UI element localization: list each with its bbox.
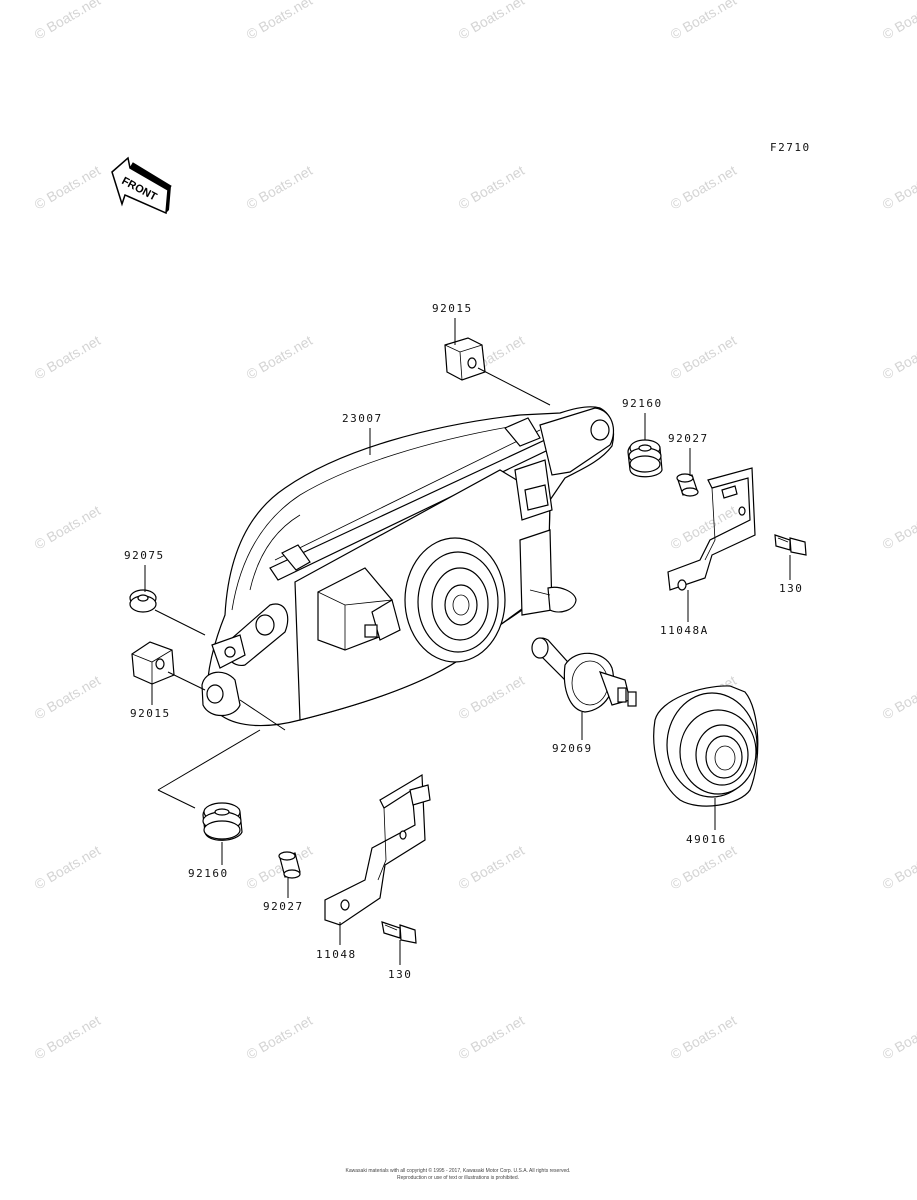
watermark-text: © Boats.net — [668, 842, 740, 893]
watermark-text: © Boats.net — [32, 162, 104, 213]
watermark-text: © Boats.net — [668, 332, 740, 383]
watermark-text: © Boats.net — [244, 842, 316, 893]
watermark-text: © Boats.net — [244, 332, 316, 383]
callout-labels: 92015 23007 92160 92027 130 11048A 92075… — [124, 302, 803, 981]
watermark-text: © Boats.net — [880, 0, 917, 43]
callout-49016: 49016 — [686, 833, 727, 846]
bracket-11048 — [324, 773, 431, 926]
watermark-text: © Boats.net — [668, 162, 740, 213]
cover-49016 — [653, 685, 759, 807]
callout-92075: 92075 — [124, 549, 165, 562]
callout-92027-top: 92027 — [668, 432, 709, 445]
callout-11048a: 11048A — [660, 624, 709, 637]
leader-lines — [144, 318, 791, 965]
bolt-130-bottom — [381, 921, 417, 944]
watermark-text: © Boats.net — [32, 842, 104, 893]
bolt-130-right — [774, 534, 807, 556]
front-arrow-icon: FRONT — [111, 156, 172, 215]
bulb-92069 — [531, 637, 637, 713]
watermark-text: © Boats.net — [456, 842, 528, 893]
callout-11048: 11048 — [316, 948, 357, 961]
grommet-92160-top — [627, 439, 663, 478]
callout-92069: 92069 — [552, 742, 593, 755]
callout-130-bottom: 130 — [388, 968, 412, 981]
watermark-text: © Boats.net — [880, 332, 917, 383]
watermark-text: © Boats.net — [32, 1012, 104, 1063]
callout-92027-bottom: 92027 — [263, 900, 304, 913]
callout-92160-top: 92160 — [622, 397, 663, 410]
watermark-text: © Boats.net — [880, 162, 917, 213]
watermark-text: © Boats.net — [880, 842, 917, 893]
collar-92027-top — [676, 473, 699, 497]
watermark-text: © Boats.net — [244, 162, 316, 213]
watermark-text: © Boats.net — [668, 0, 740, 43]
watermark-text: © Boats.net — [244, 0, 316, 43]
callout-92160-bottom: 92160 — [188, 867, 229, 880]
callout-130-right: 130 — [779, 582, 803, 595]
clip-92015-top — [444, 337, 486, 381]
callout-23007: 23007 — [342, 412, 383, 425]
footer-copyright: Kawasaki materials with all copyright © … — [346, 1167, 571, 1174]
watermark-text: © Boats.net — [668, 1012, 740, 1063]
watermark-text: © Boats.net — [456, 162, 528, 213]
callout-92015-top: 92015 — [432, 302, 473, 315]
grommet-92160-bottom — [202, 802, 243, 841]
watermark-text: © Boats.net — [456, 1012, 528, 1063]
clip-92015-left — [131, 641, 175, 685]
collar-92027-bottom — [278, 851, 301, 879]
watermark-text: © Boats.net — [880, 672, 917, 723]
watermark-text: © Boats.net — [32, 332, 104, 383]
grommet-92075 — [129, 589, 157, 613]
figure-code: F2710 — [770, 141, 811, 154]
watermark-text: © Boats.net — [456, 672, 528, 723]
callout-92015-left: 92015 — [130, 707, 171, 720]
bracket-11048a — [667, 467, 756, 591]
watermark-text: © Boats.net — [32, 672, 104, 723]
watermark-text: © Boats.net — [880, 502, 917, 553]
watermark-text: © Boats.net — [32, 502, 104, 553]
watermark-text: © Boats.net — [244, 1012, 316, 1063]
headlight-assembly — [201, 406, 615, 727]
watermark-text: © Boats.net — [32, 0, 104, 43]
watermark-text: © Boats.net — [456, 0, 528, 43]
watermark-text: © Boats.net — [880, 1012, 917, 1063]
footer-notice: Reproduction or use of text or illustrat… — [397, 1175, 519, 1181]
